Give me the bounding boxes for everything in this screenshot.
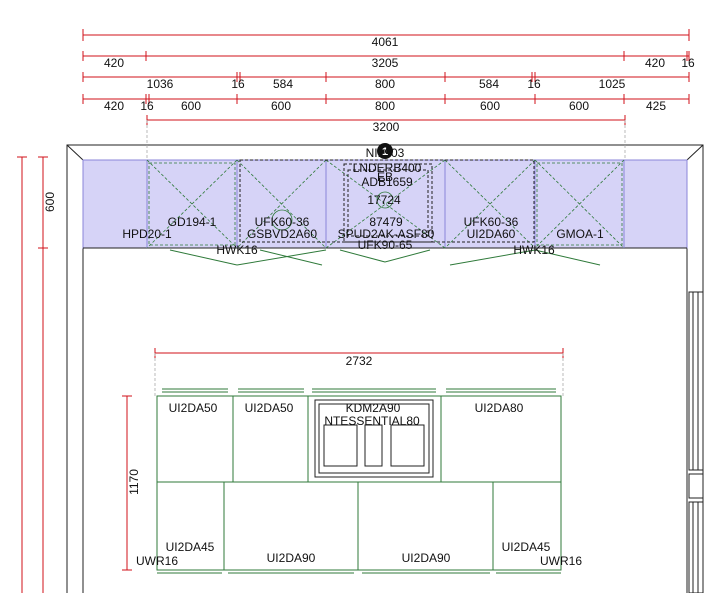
cabinet-label: UWR16 bbox=[540, 554, 582, 568]
cabinet-label: GD194-1 bbox=[168, 215, 217, 229]
dimension-label: 16 bbox=[140, 99, 154, 113]
cabinet-label: UFK90-65 bbox=[358, 238, 413, 252]
dimension-label: 420 bbox=[104, 99, 124, 113]
cabinet-label: EB bbox=[377, 170, 393, 184]
cabinet-label: UFK60-36 bbox=[464, 215, 519, 229]
window bbox=[688, 291, 704, 471]
dimension-label: 16 bbox=[231, 77, 245, 91]
cabinet-label: 17724 bbox=[367, 193, 401, 207]
cabinet-label: UI2DA45 bbox=[502, 540, 551, 554]
cabinet-label: UWR16 bbox=[136, 554, 178, 568]
cutout-circle bbox=[271, 209, 293, 231]
cabinet-label: UI2DA50 bbox=[245, 401, 294, 415]
cabinet-label: GMOA-1 bbox=[556, 227, 604, 241]
dimension-label: 584 bbox=[479, 77, 499, 91]
dimension-label: 3205 bbox=[372, 56, 399, 70]
island-cabinets: UI2DA50 UI2DA50 KDM2A90 NTESSENTIAL80 UI… bbox=[136, 388, 582, 574]
marker-number: 1 bbox=[382, 146, 388, 158]
cabinet-label: UI2DA90 bbox=[402, 551, 451, 565]
cabinet-label: KDM2A90 bbox=[346, 401, 401, 415]
dimension-island-width: 2732 bbox=[154, 348, 564, 396]
dimension-label: 425 bbox=[646, 99, 666, 113]
cabinet-label: HWK16 bbox=[513, 243, 555, 257]
cabinet-label: NTESSENTIAL80 bbox=[324, 414, 420, 428]
dimension-vertical-depth: 600 bbox=[38, 156, 57, 593]
dimension-label-depth: 600 bbox=[43, 192, 57, 212]
dimension-label: 800 bbox=[375, 99, 395, 113]
cabinet-label: UI2DA60 bbox=[467, 227, 516, 241]
dimension-chain-row3: 1036 16 584 800 584 16 1025 bbox=[82, 72, 690, 91]
window-frame bbox=[688, 473, 704, 499]
wall-cabinet-run: 1 NI1903 LNDERB400 ADB1659 EB 17724 GD19… bbox=[82, 120, 688, 266]
dimension-chain-row2: 420 3205 420 16 bbox=[82, 51, 695, 70]
dimension-label: 1025 bbox=[599, 77, 626, 91]
dimension-label: 16 bbox=[681, 56, 695, 70]
dimension-label-overall: 4061 bbox=[372, 35, 399, 49]
dimension-label: 600 bbox=[271, 99, 291, 113]
cabinet-label: UI2DA50 bbox=[169, 401, 218, 415]
hob-zone bbox=[323, 424, 358, 467]
dimension-island-depth: 1170 bbox=[122, 395, 141, 571]
cabinet-label: HWK16 bbox=[216, 243, 258, 257]
dimension-label: 16 bbox=[527, 77, 541, 91]
dimension-label: 420 bbox=[645, 56, 665, 70]
dimension-chain-row4: 420 16 600 600 800 600 600 425 bbox=[82, 94, 690, 113]
hob bbox=[314, 399, 434, 478]
dimension-vertical-outer bbox=[17, 156, 27, 593]
dimension-label: 600 bbox=[569, 99, 589, 113]
window bbox=[688, 501, 704, 593]
dimension-label: 584 bbox=[273, 77, 293, 91]
dimension-label: 600 bbox=[181, 99, 201, 113]
dimension-label: 3200 bbox=[373, 120, 400, 134]
tap-circle bbox=[376, 191, 394, 209]
cabinet-label: ADB1659 bbox=[361, 175, 413, 189]
dimension-label: 600 bbox=[480, 99, 500, 113]
dimension-label-island-width: 2732 bbox=[346, 354, 373, 368]
dimension-label: 800 bbox=[375, 77, 395, 91]
cabinet-label: UI2DA45 bbox=[166, 540, 215, 554]
dimension-label: 1036 bbox=[147, 77, 174, 91]
cabinet-label: NI1903 bbox=[366, 146, 405, 160]
cabinet-label: GSBVD2A60 bbox=[247, 227, 317, 241]
cabinet-label: UFK60-36 bbox=[255, 215, 310, 229]
cabinet-label: LNDERB400 bbox=[353, 161, 422, 175]
marker-badge bbox=[377, 143, 393, 159]
cabinet-label: UI2DA90 bbox=[267, 551, 316, 565]
cabinet-label: SPUD2AK-ASF80 bbox=[338, 227, 435, 241]
cabinet-label: 87479 bbox=[369, 215, 403, 229]
cabinet-label: HPD20-1 bbox=[122, 227, 172, 241]
cabinet-label: UI2DA80 bbox=[475, 401, 524, 415]
dimension-label-island-depth: 1170 bbox=[127, 469, 141, 495]
hob-zone bbox=[390, 424, 425, 467]
hob-zone bbox=[364, 424, 383, 467]
dimension-label: 420 bbox=[104, 56, 124, 70]
dimension-chain-overall: 4061 bbox=[82, 29, 690, 49]
dimension-chain-row5: 3200 bbox=[146, 115, 626, 134]
